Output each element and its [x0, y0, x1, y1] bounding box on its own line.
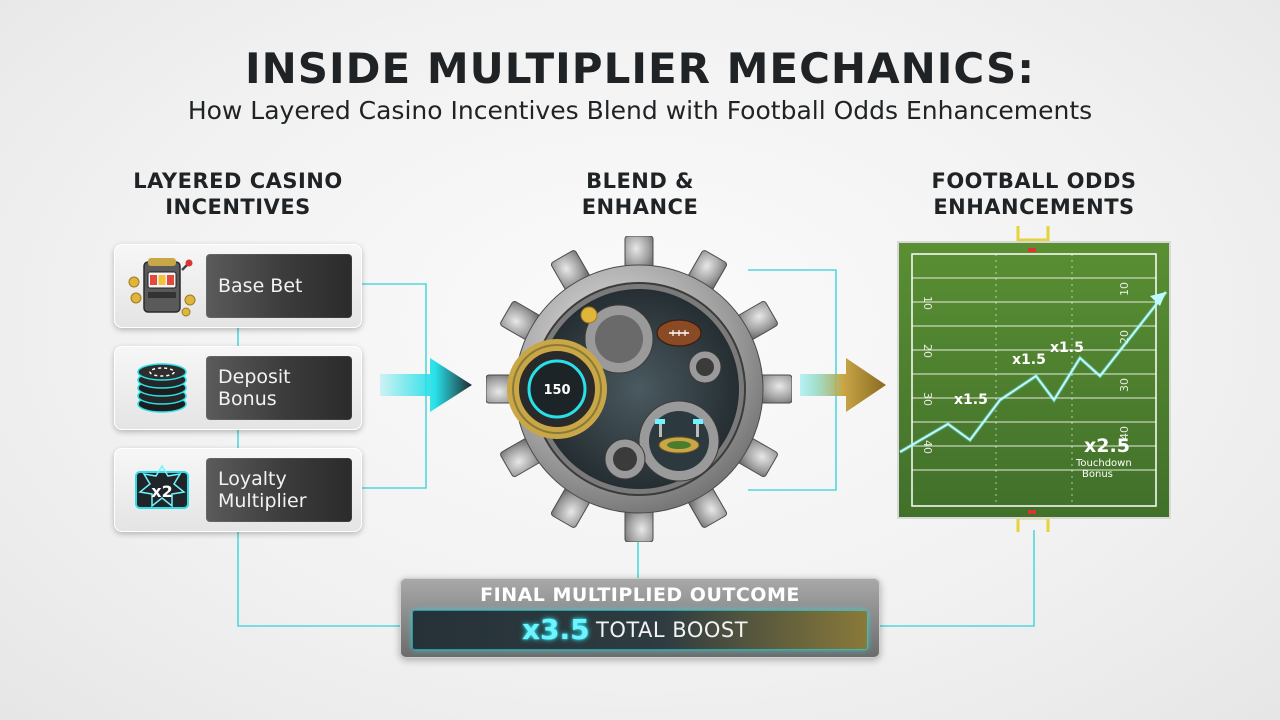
boost-label: x1.5	[954, 392, 988, 408]
casino-to-outcome-line	[237, 532, 400, 627]
final-outcome-multiplier: x3.5	[522, 613, 590, 646]
touchdown-multiplier: x2.5	[1084, 435, 1130, 457]
boost-label: x1.5	[1012, 352, 1046, 368]
incentive-card-deposit-bonus: Deposit Bonus	[114, 346, 362, 430]
yard-label: 30	[1118, 378, 1131, 392]
yard-label: 10	[921, 296, 934, 310]
gear-icon: 150	[485, 235, 793, 543]
incentive-label-deposit-bonus: Deposit Bonus	[218, 366, 291, 410]
column-heading-casino: LAYERED CASINO INCENTIVES	[133, 169, 343, 219]
dial-icon: 150	[507, 339, 607, 439]
page-title: INSIDE MULTIPLIER MECHANICS:	[244, 44, 1036, 93]
final-outcome-bar	[412, 610, 868, 650]
field-to-outcome-line	[880, 530, 1035, 627]
final-outcome-label: TOTAL BOOST	[596, 618, 749, 642]
incentive-card-base-bet: Base Bet	[114, 244, 362, 328]
stadium-icon	[655, 419, 703, 454]
incentive-card-loyalty-multiplier: x2 Loyalty Multiplier	[114, 448, 362, 532]
touchdown-label-line-2: Bonus	[1082, 469, 1113, 480]
touchdown-label-line-1: Touchdown	[1075, 458, 1132, 469]
football-field: 10 20 30 40 10 20 30 40 x1.5 x1.5 x1.5 x…	[896, 226, 1172, 532]
chip-stack-icon	[137, 363, 187, 413]
yard-label: 40	[921, 440, 934, 454]
yard-label: 40	[1118, 426, 1131, 440]
x2-badge-icon: x2	[135, 464, 189, 509]
slot-machine-icon	[128, 258, 196, 317]
incentive-label-loyalty-multiplier: Loyalty Multiplier	[218, 468, 307, 512]
football-field-graphic: 10 20 30 40 10 20 30 40 x1.5 x1.5 x1.5 x…	[897, 226, 1171, 532]
boost-label: x1.5	[1050, 340, 1084, 356]
yard-label: 10	[1118, 282, 1131, 296]
football-icon	[656, 319, 702, 347]
page-subtitle: How Layered Casino Incentives Blend with…	[187, 96, 1093, 125]
column-heading-football: FOOTBALL ODDS ENHANCEMENTS	[931, 169, 1137, 219]
yard-label: 30	[921, 392, 934, 406]
incentive-label-base-bet: Base Bet	[218, 275, 303, 297]
dial-value: 150	[543, 383, 570, 398]
coin-icon	[580, 306, 598, 324]
blend-gear: 150	[485, 235, 793, 543]
final-outcome-title: FINAL MULTIPLIED OUTCOME	[480, 584, 800, 606]
arrow-right-icon	[380, 358, 472, 412]
boost-trend-line	[899, 291, 1167, 453]
column-heading-blend: BLEND & ENHANCE	[581, 169, 699, 219]
final-outcome-panel: FINAL MULTIPLIED OUTCOME x3.5 TOTAL BOOS…	[400, 578, 880, 658]
yard-label: 20	[921, 344, 934, 358]
arrow-right-icon	[800, 358, 886, 412]
x2-badge-text: x2	[151, 482, 172, 501]
